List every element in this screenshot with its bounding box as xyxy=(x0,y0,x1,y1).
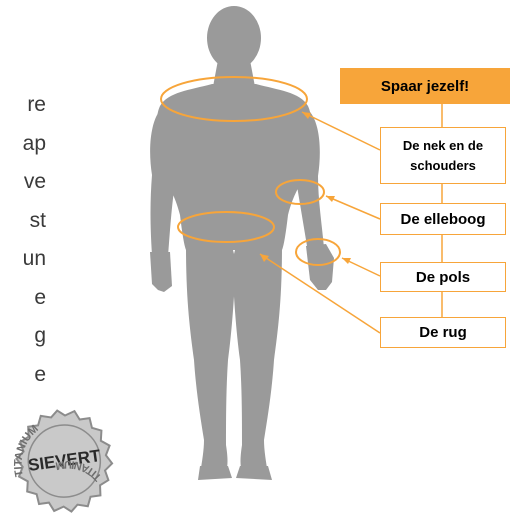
banner-title: Spaar jezelf! xyxy=(381,78,469,95)
label-elbow: De elleboog xyxy=(380,203,506,235)
label-back-text: De rug xyxy=(419,324,467,341)
label-back: De rug xyxy=(380,317,506,348)
label-wrist: De pols xyxy=(380,262,506,292)
sievert-titanium-seal: TITANIUM SIEVERT TITANIUM xyxy=(0,400,130,532)
label-elbow-text: De elleboog xyxy=(400,211,485,228)
banner: Spaar jezelf! xyxy=(340,68,510,104)
label-neck-line2: schouders xyxy=(410,156,476,176)
label-neck-shoulders: De nek en de schouders xyxy=(380,127,506,184)
label-wrist-text: De pols xyxy=(416,269,470,286)
label-neck-line1: De nek en de xyxy=(403,136,483,156)
